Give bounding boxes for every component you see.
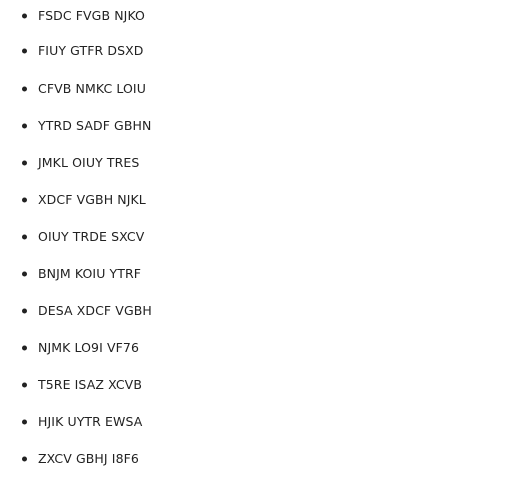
bullet-icon [22,382,27,388]
list-item-label: FSDC FVGB NJKO [38,8,145,23]
list-item-label: DESA XDCF VGBH [38,303,152,318]
list-item-label: BNJM KOIU YTRF [38,266,142,281]
list-item-label: YTRD SADF GBHN [38,118,152,133]
list-item-label: HJIK UYTR EWSA [38,414,143,429]
bullet-icon [22,456,27,462]
list-item-label: FIUY GTFR DSXD [38,43,144,58]
bullet-icon [22,345,27,351]
bullet-icon [22,48,27,54]
list-item-label: NJMK LO9I VF76 [38,340,140,355]
list-item-label: XDCF VGBH NJKL [38,192,146,207]
list-item-label: CFVB NMKC LOIU [38,81,146,96]
bullet-icon [22,419,27,425]
bullet-icon [22,234,27,240]
bullet-icon [22,123,27,129]
bullet-icon [22,197,27,203]
bullet-icon [22,160,27,166]
bullet-icon [22,13,27,19]
list-item-label: JMKL OIUY TRES [38,155,140,170]
bullet-icon [22,271,27,277]
list-item-label: OIUY TRDE SXCV [38,229,145,244]
list-item-label: ZXCV GBHJ I8F6 [38,451,139,466]
bullet-icon [22,308,27,314]
bullet-icon [22,86,27,92]
list-item-label: T5RE ISAZ XCVB [38,377,142,392]
